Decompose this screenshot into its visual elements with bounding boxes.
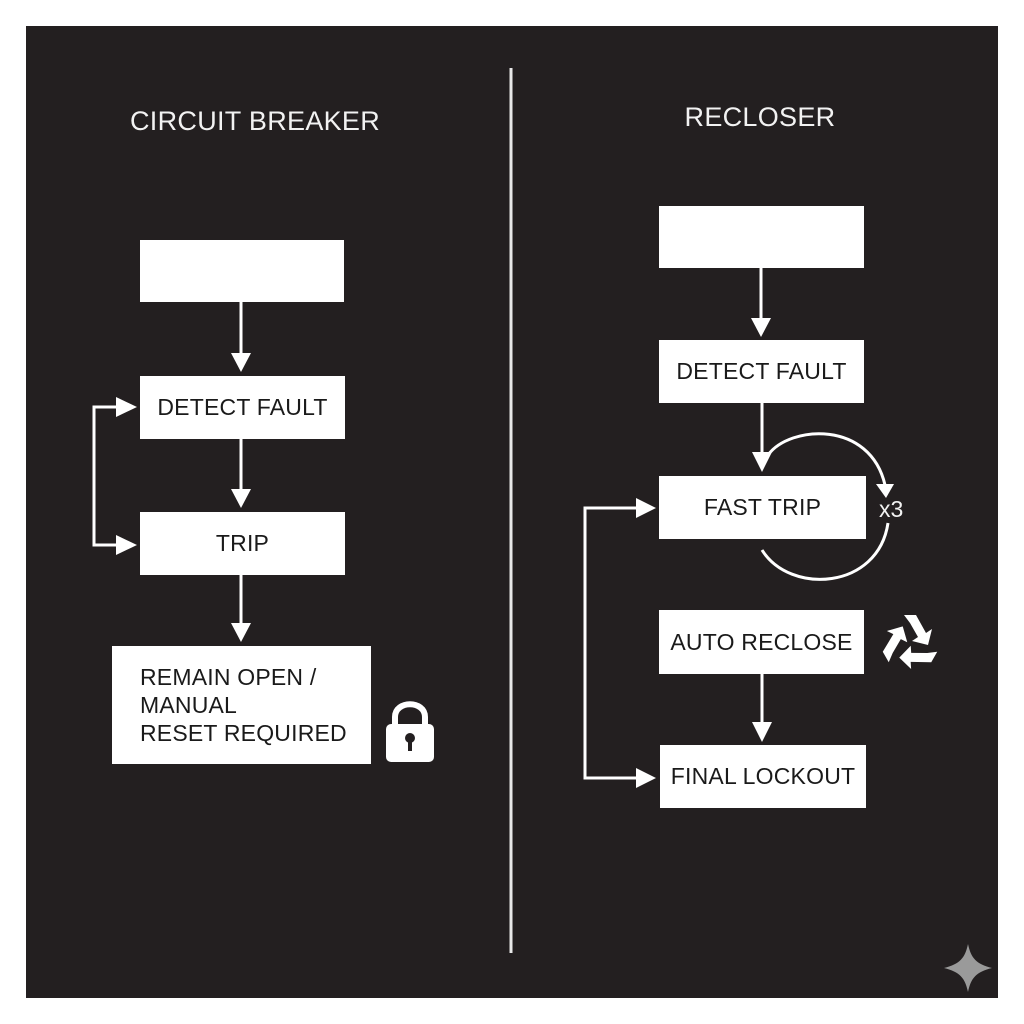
cb-remain-line-1: REMAIN OPEN / bbox=[140, 664, 317, 690]
recloser-title: RECLOSER bbox=[684, 102, 836, 132]
rc-auto-reclose-box: AUTO RECLOSE bbox=[659, 610, 864, 674]
cb-remain-line-3: RESET REQUIRED bbox=[140, 720, 347, 746]
rc-start-box bbox=[659, 206, 864, 268]
loop-count-label: x3 bbox=[879, 496, 904, 522]
rc-fast-trip-box: FAST TRIP bbox=[659, 476, 866, 539]
circuit-breaker-title: CIRCUIT BREAKER bbox=[130, 106, 381, 136]
cb-remain-line-2: MANUAL bbox=[140, 692, 238, 718]
cb-remain-open-box: REMAIN OPEN / MANUAL RESET REQUIRED bbox=[112, 646, 371, 764]
cb-trip-box: TRIP bbox=[140, 512, 345, 575]
rc-final-lockout-box: FINAL LOCKOUT bbox=[660, 745, 866, 808]
cb-start-box bbox=[140, 240, 344, 302]
cb-detect-fault-box: DETECT FAULT bbox=[140, 376, 345, 439]
rc-detect-fault-box: DETECT FAULT bbox=[659, 340, 864, 403]
